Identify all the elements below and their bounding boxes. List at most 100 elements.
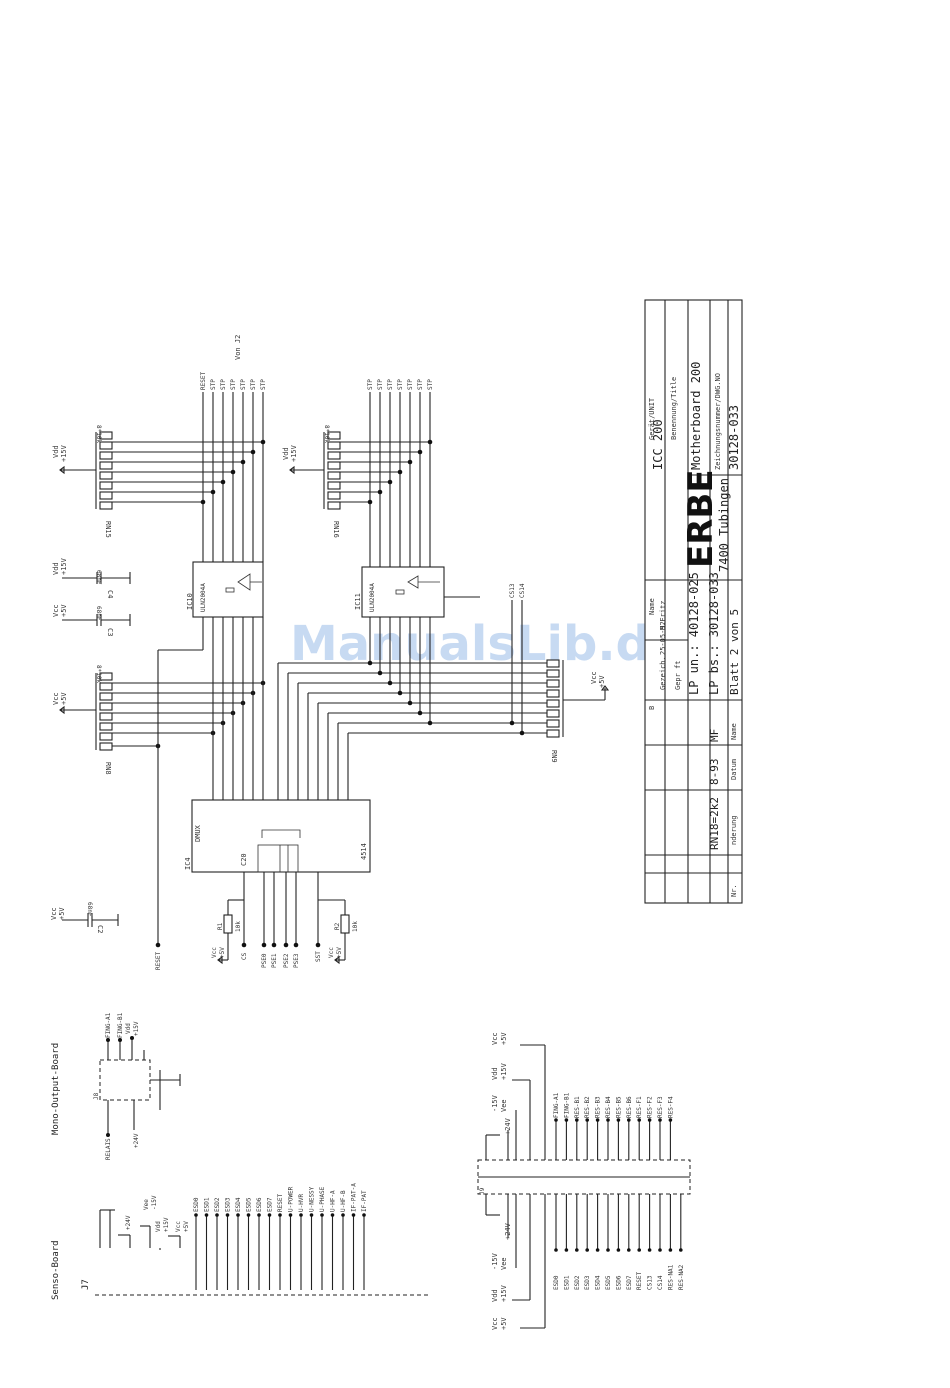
mf-text: MF	[708, 729, 721, 742]
c2-value: 68nF	[86, 902, 93, 917]
j9-right-label: RES-B4	[605, 1096, 612, 1118]
drawn-date: 25-05-92	[659, 621, 667, 655]
ic4-demultiplexer	[191, 799, 371, 873]
j9-right-label: RES-B1	[574, 1096, 581, 1118]
j7-signal-label: U-HVR	[298, 1194, 305, 1212]
j7-signal-label: ESD2	[214, 1197, 221, 1212]
j9-15v-top: +15V	[500, 1062, 508, 1080]
j8-vdd: Vdd	[125, 1023, 132, 1034]
j9-right-dot	[637, 1118, 641, 1122]
rn16-resistor-network	[289, 431, 433, 510]
rn15-value: 8*10k	[95, 425, 102, 443]
j9-left-label: ESD5	[605, 1275, 612, 1290]
j9-left-dot	[637, 1248, 641, 1252]
j8-label: J8	[93, 1092, 100, 1100]
date-label: Datum	[730, 759, 738, 780]
j7-signal-label: U-PHASE	[319, 1186, 326, 1212]
j9-vee-bot: Vee	[500, 1257, 508, 1270]
j9-right-dot	[627, 1118, 631, 1122]
ic10-label: IC10	[186, 593, 194, 610]
j9-left-label: ESD0	[553, 1275, 560, 1290]
j9-right-label: RES-F1	[636, 1096, 643, 1118]
rn15-label: RN15	[104, 521, 112, 538]
j9-right-dot	[554, 1118, 558, 1122]
j7-signal-label: ESD1	[204, 1197, 211, 1212]
drawing-no-label: Zeichnungsnummer/DWG.NO	[714, 373, 722, 470]
drawn-label: Gezeich.	[659, 656, 667, 690]
j9-right-dot	[647, 1118, 652, 1122]
j7-signal-label: ESD6	[256, 1197, 263, 1212]
ic4-in-3: PSE3	[293, 953, 300, 968]
j9-vee-top: Vee	[500, 1099, 508, 1112]
j9-5v-bot: +5V	[500, 1317, 508, 1330]
r2-label: R2	[334, 922, 341, 930]
ic4-cs: CS	[241, 952, 248, 960]
title-label: Benennung/Title	[670, 377, 678, 440]
j9-left-dot	[658, 1248, 662, 1252]
j7-signal-label: IF-PAT	[361, 1190, 368, 1212]
j7-signal-dot	[194, 1213, 198, 1217]
j9-left-dot	[595, 1248, 600, 1252]
c20-label: C20	[240, 853, 248, 866]
j9-right-label: RES-F4	[667, 1096, 674, 1118]
ic11-sig-3: STP	[397, 379, 404, 390]
ic10-type: ULN2004A	[200, 583, 207, 612]
j7-signal-label: U-POWER	[288, 1186, 295, 1212]
j9-label: J9	[479, 1187, 486, 1195]
c4-value: 68nF	[95, 570, 102, 585]
j9-left-dot	[679, 1248, 683, 1252]
j7-signal-dot	[288, 1213, 293, 1217]
rn16-15v: +15V	[290, 444, 298, 462]
j9-right-label: RES-F2	[647, 1096, 654, 1118]
company-city: 7400 Tubingen	[717, 478, 731, 572]
j7-signal-dot	[309, 1213, 314, 1217]
j9-right-dot	[658, 1118, 662, 1122]
revision-text: RN18=2k2	[708, 797, 721, 850]
j7-signal-dot	[257, 1213, 261, 1217]
name-col-label: Name	[730, 723, 738, 740]
j9-left-dot	[627, 1248, 631, 1252]
j8-24v: +24V	[133, 1133, 140, 1148]
j9-vcc-top: Vcc	[491, 1032, 499, 1045]
j9-vcc-bot: Vcc	[491, 1317, 499, 1330]
ic10-sig-3: STP	[230, 379, 237, 390]
ic4-label: IC4	[184, 857, 192, 870]
ic4-body	[191, 799, 371, 873]
ic11-driver: IC11 ULN2004A	[354, 566, 480, 618]
rn8-vcc: Vcc	[52, 692, 60, 705]
ic4-dmux: DMUX	[194, 824, 202, 842]
j9-right-dot	[585, 1118, 589, 1122]
j9-left-dot	[585, 1248, 589, 1252]
ic4-in-2: PSE2	[283, 953, 290, 968]
ic11-type: ULN2004A	[369, 583, 376, 612]
j9-left-label: RES-NA1	[667, 1264, 674, 1290]
j9-left-dot	[554, 1248, 558, 1252]
r1-value: 10k	[235, 921, 242, 932]
ic4-in-0: PSE0	[261, 953, 268, 968]
rn15-resistor-network	[59, 431, 266, 510]
j9-left-dot	[564, 1248, 569, 1252]
j7-connector	[95, 1209, 430, 1296]
rn9-vcc: Vcc	[590, 671, 598, 684]
j7-signal-dot	[341, 1213, 345, 1217]
j8-sig-1: FING-B1	[117, 1012, 124, 1038]
ic11-sig-4: STP	[407, 379, 414, 390]
drawn-by: M.Fritz	[659, 600, 667, 630]
c3-label: C3	[106, 628, 114, 636]
j8-connector	[99, 1036, 181, 1137]
watermark: ManualsLib.de	[290, 616, 682, 672]
c2-vcc: Vcc	[50, 907, 58, 920]
r1-5v: +5V	[219, 947, 226, 958]
rn16-value: 8*10k	[323, 425, 330, 443]
c2-capacitor	[62, 913, 119, 927]
j7-signal-label: U-HF-A	[330, 1190, 337, 1212]
j9-24v-top: +24V	[504, 1117, 512, 1135]
cs14-label: CS14	[519, 583, 526, 598]
j7-signal-dot	[267, 1213, 272, 1217]
j9-right-label: RES-F3	[657, 1096, 664, 1118]
j7-signal-dot	[278, 1213, 282, 1217]
j9-vdd-bot: Vdd	[491, 1289, 499, 1302]
checked-label: Gepr ft	[674, 660, 682, 690]
r1-label: R1	[217, 922, 224, 930]
